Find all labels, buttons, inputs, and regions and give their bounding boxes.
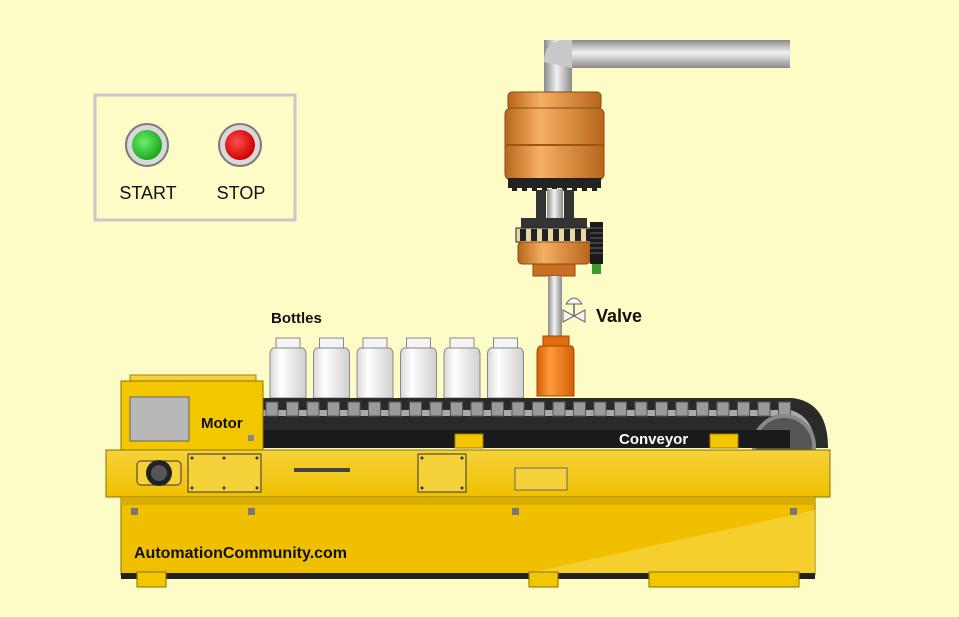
bottle-row: [269, 337, 524, 399]
empty-bottle: [356, 337, 394, 399]
conveyor-cleat: [368, 401, 381, 417]
conveyor-label: Conveyor: [619, 431, 688, 448]
conveyor-cleat: [573, 401, 586, 417]
conveyor-cleat: [655, 401, 668, 417]
pump-collar: [515, 218, 593, 277]
conveyor-cleat: [450, 401, 463, 417]
conveyor-cleat: [491, 401, 504, 417]
conveyor: Conveyor: [262, 398, 828, 478]
conveyor-cleat: [716, 401, 730, 417]
conveyor-cleat: [511, 401, 525, 417]
brand-label: AutomationCommunity.com: [134, 545, 347, 562]
empty-bottle: [487, 337, 524, 399]
conveyor-cleat: [265, 401, 279, 417]
conveyor-cleat: [470, 401, 484, 417]
conveyor-cleat: [778, 401, 791, 417]
conveyor-cleat: [306, 401, 320, 417]
empty-bottle: [400, 337, 437, 399]
motor-coupling-icon: [136, 460, 182, 486]
filled-bottle: [536, 335, 575, 397]
conveyor-cleat: [614, 401, 627, 417]
sensor-icon: [590, 222, 603, 274]
stop-button[interactable]: [218, 123, 262, 167]
valve-label: Valve: [596, 306, 642, 326]
conveyor-cleat: [593, 401, 607, 417]
motor-label: Motor: [201, 415, 243, 432]
conveyor-cleat: [347, 401, 361, 417]
valve-icon[interactable]: [562, 297, 586, 323]
empty-bottle: [313, 337, 350, 399]
conveyor-cleat: [532, 401, 545, 417]
filler-tank: [504, 91, 605, 220]
conveyor-cleat: [634, 401, 648, 417]
fill-nozzle: [548, 276, 562, 340]
conveyor-cleat: [757, 401, 771, 417]
conveyor-cleat: [327, 401, 340, 417]
conveyor-cleat: [675, 401, 689, 417]
machine-cabinet: AutomationCommunity.com: [120, 496, 816, 588]
conveyor-cleat: [696, 401, 709, 417]
conveyor-cleat: [286, 401, 299, 417]
start-button[interactable]: [125, 123, 169, 167]
bottles-label: Bottles: [271, 310, 322, 327]
conveyor-cleat: [737, 401, 750, 417]
stop-label: STOP: [217, 183, 266, 203]
empty-bottle: [269, 337, 307, 399]
machine-base: [105, 449, 831, 498]
conveyor-cleat: [429, 401, 443, 417]
conveyor-cleat: [388, 401, 402, 417]
conveyor-cleat: [552, 401, 566, 417]
conveyor-cleat: [409, 401, 422, 417]
empty-bottle: [443, 337, 481, 399]
control-panel: START STOP: [93, 93, 297, 222]
motor-unit: Motor: [120, 374, 264, 452]
start-label: START: [119, 183, 176, 203]
supply-pipe: [544, 40, 790, 96]
